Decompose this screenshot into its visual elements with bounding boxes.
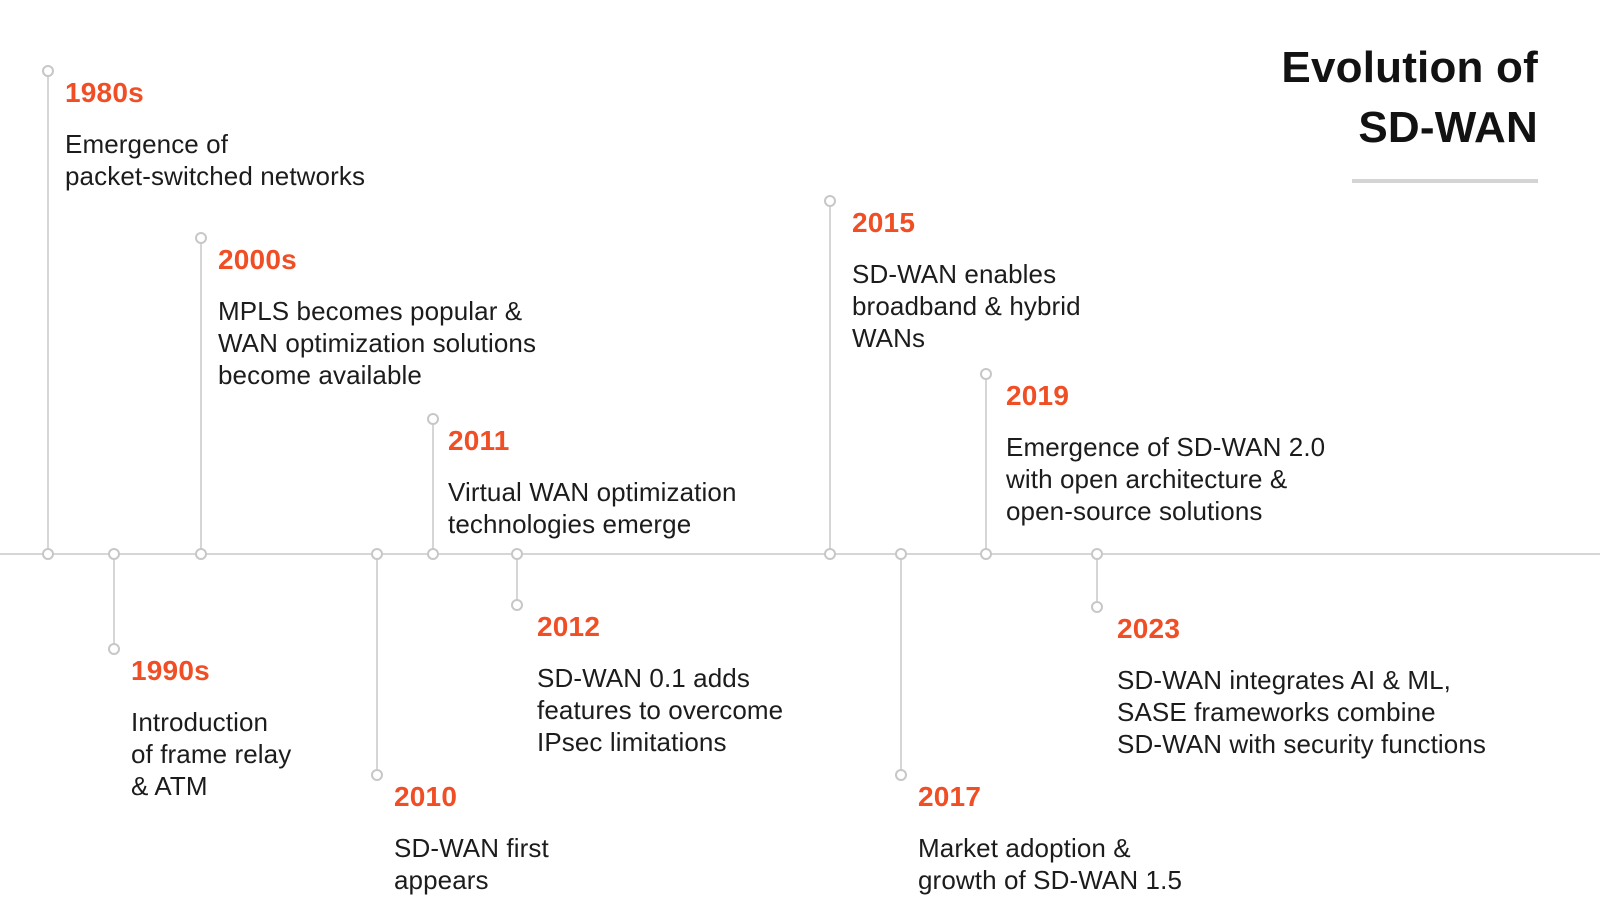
event-description: SD-WAN enables broadband & hybrid WANs xyxy=(852,259,1081,353)
event-year: 2010 xyxy=(394,781,458,812)
event-label: 2023 SD-WAN integrates AI & ML, SASE fra… xyxy=(1117,594,1486,778)
event-description: Emergence of packet-switched networks xyxy=(65,129,366,191)
timeline-node-icon xyxy=(371,548,383,560)
event-year: 2012 xyxy=(537,611,601,642)
event-stem xyxy=(829,201,831,554)
timeline-node-icon xyxy=(195,548,207,560)
timeline-node-icon xyxy=(895,548,907,560)
event-description: MPLS becomes popular & WAN optimization … xyxy=(218,296,537,390)
event-year: 2017 xyxy=(918,781,982,812)
event-description: SD-WAN 0.1 adds features to overcome IPs… xyxy=(537,663,784,757)
event-stem xyxy=(200,238,202,554)
event-description: SD-WAN integrates AI & ML, SASE framewor… xyxy=(1117,665,1487,759)
event-label: 2019 Emergence of SD-WAN 2.0 with open a… xyxy=(1006,361,1325,545)
event-label: 2011 Virtual WAN optimization technologi… xyxy=(448,406,737,558)
timeline-node-icon xyxy=(42,548,54,560)
event-stem xyxy=(113,555,115,649)
event-label: 2015 SD-WAN enables broadband & hybrid W… xyxy=(852,188,1081,372)
event-description: Market adoption & growth of SD-WAN 1.5 xyxy=(918,833,1183,895)
event-dot-icon xyxy=(824,195,836,207)
event-stem xyxy=(516,555,518,605)
event-stem xyxy=(985,374,987,554)
event-dot-icon xyxy=(427,413,439,425)
event-stem xyxy=(47,71,49,554)
event-year: 2019 xyxy=(1006,380,1070,411)
event-dot-icon xyxy=(980,368,992,380)
event-description: Introduction of frame relay & ATM xyxy=(131,707,292,801)
event-label: 2000s MPLS becomes popular & WAN optimiz… xyxy=(218,225,536,409)
event-dot-icon xyxy=(42,65,54,77)
event-year: 1980s xyxy=(65,77,144,108)
timeline-node-icon xyxy=(511,548,523,560)
event-label: 2010 SD-WAN first appears xyxy=(394,762,549,900)
timeline-node-icon xyxy=(824,548,836,560)
timeline-node-icon xyxy=(427,548,439,560)
event-description: Virtual WAN optimization technologies em… xyxy=(448,477,737,539)
event-stem xyxy=(1096,555,1098,607)
event-year: 2023 xyxy=(1117,613,1181,644)
event-label: 2012 SD-WAN 0.1 adds features to overcom… xyxy=(537,592,783,776)
event-dot-icon xyxy=(1091,601,1103,613)
timeline-node-icon xyxy=(1091,548,1103,560)
event-stem xyxy=(376,555,378,775)
event-year: 2011 xyxy=(448,425,510,456)
event-dot-icon xyxy=(895,769,907,781)
timeline-axis xyxy=(0,553,1600,555)
page-title: Evolution of SD-WAN xyxy=(1281,43,1538,152)
timeline-node-icon xyxy=(108,548,120,560)
event-dot-icon xyxy=(511,599,523,611)
event-stem xyxy=(900,555,902,775)
event-dot-icon xyxy=(108,643,120,655)
title-underline xyxy=(1352,179,1538,183)
event-description: Emergence of SD-WAN 2.0 with open archit… xyxy=(1006,432,1326,526)
event-year: 2015 xyxy=(852,207,916,238)
event-dot-icon xyxy=(195,232,207,244)
event-year: 1990s xyxy=(131,655,210,686)
event-label: 2017 Market adoption & growth of SD-WAN … xyxy=(918,762,1182,900)
event-label: 1990s Introduction of frame relay & ATM xyxy=(131,636,291,820)
event-stem xyxy=(432,419,434,554)
event-dot-icon xyxy=(371,769,383,781)
timeline-node-icon xyxy=(980,548,992,560)
event-label: 1980s Emergence of packet-switched netwo… xyxy=(65,58,365,210)
event-year: 2000s xyxy=(218,244,297,275)
event-description: SD-WAN first appears xyxy=(394,833,549,895)
